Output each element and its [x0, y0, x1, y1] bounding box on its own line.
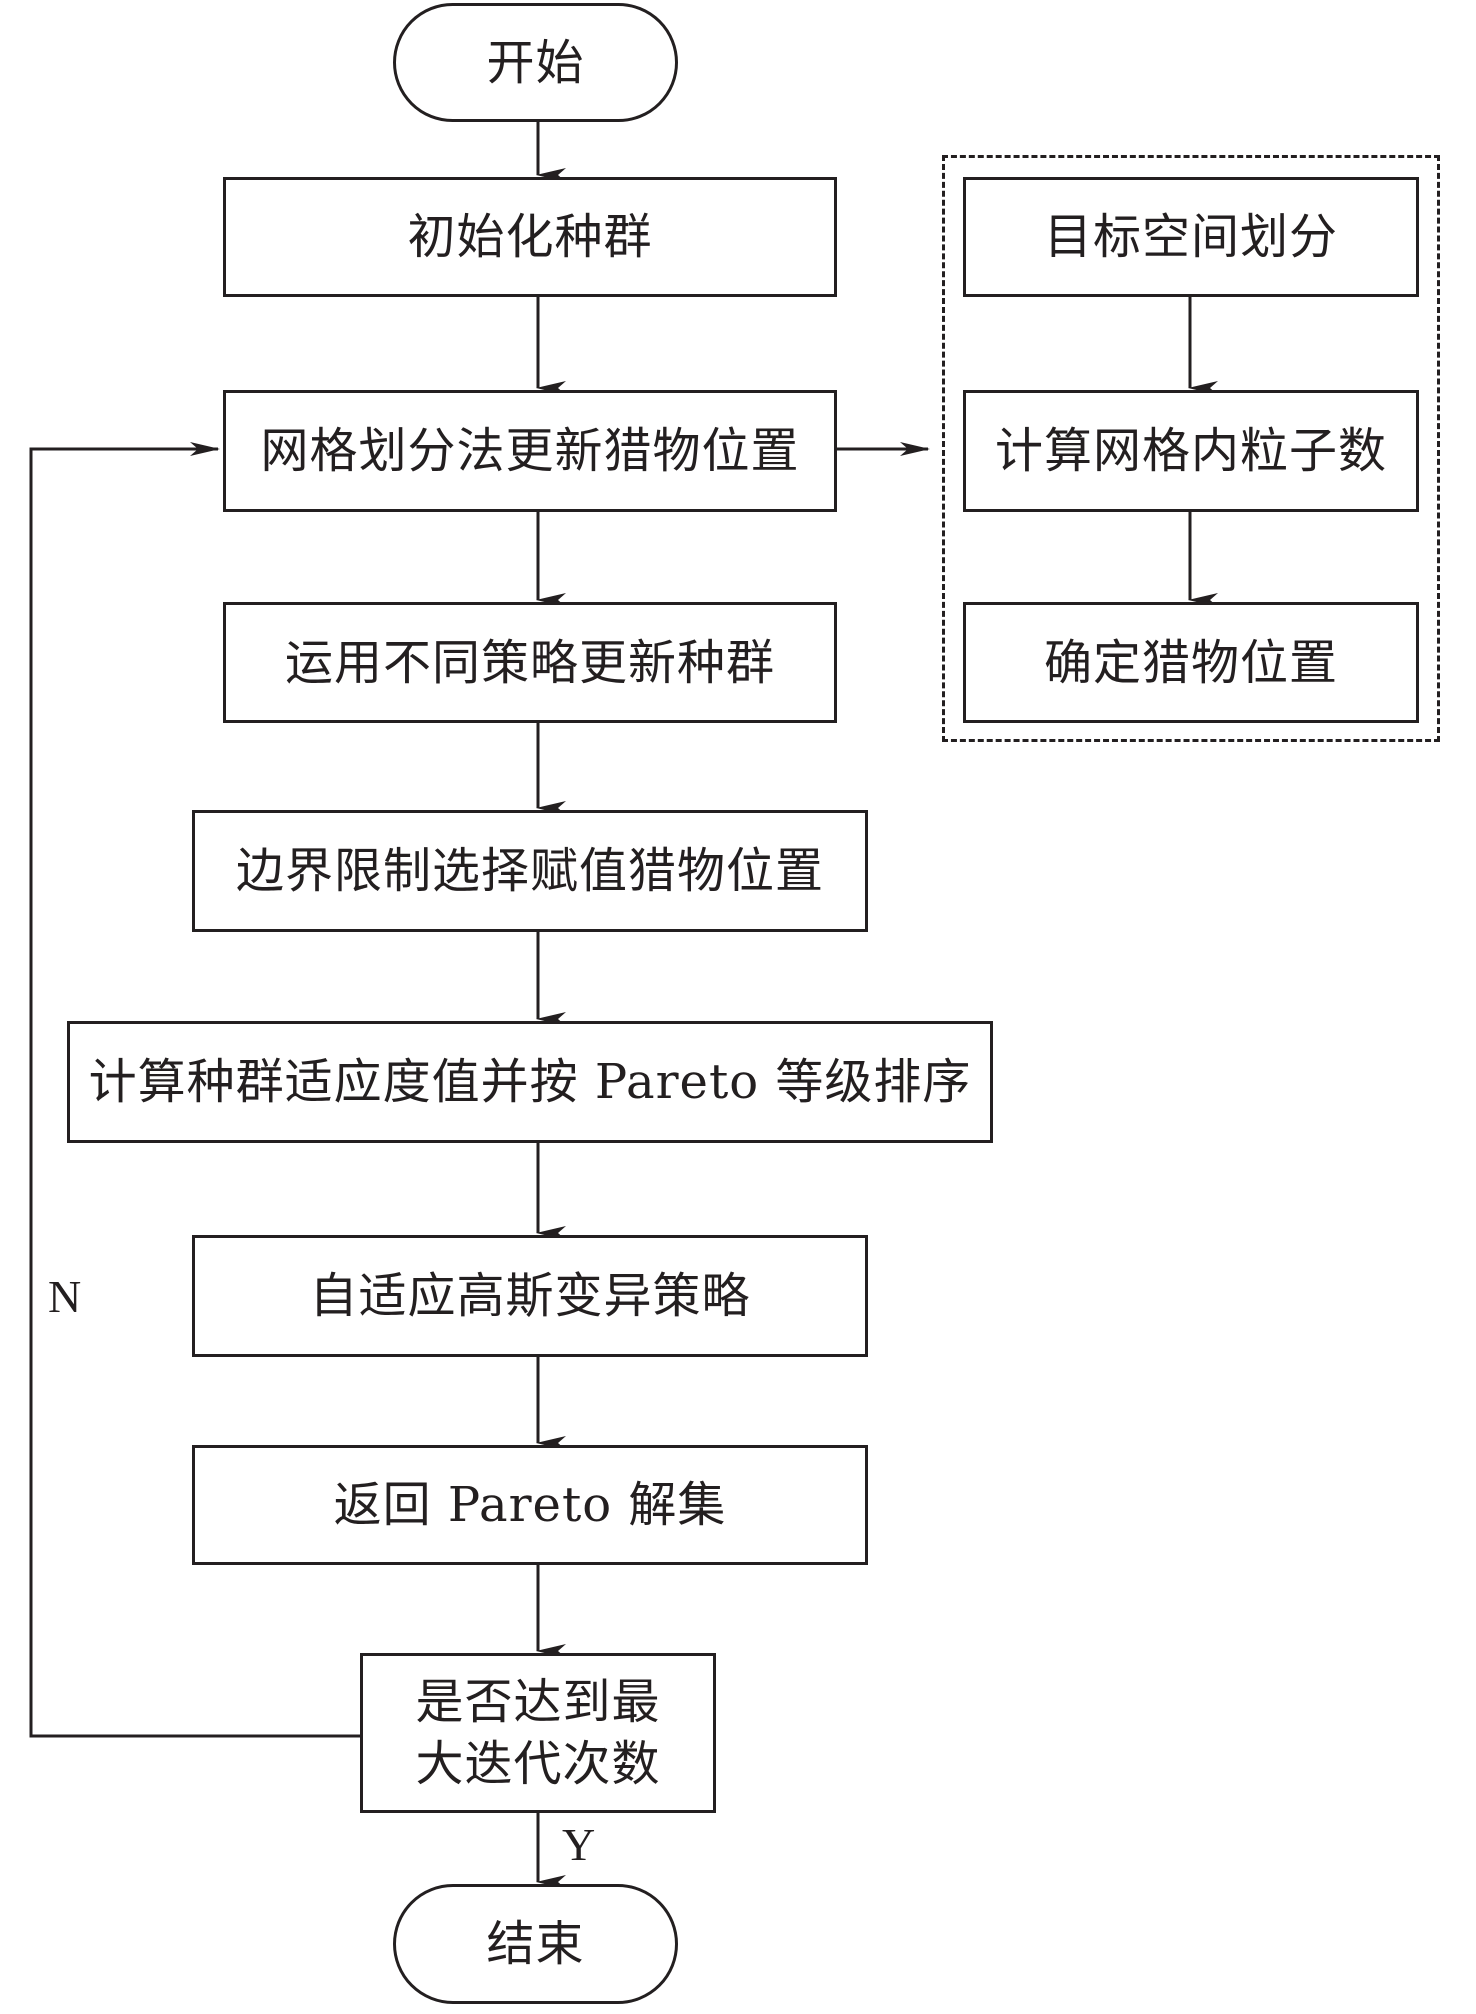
- step-label: 运用不同策略更新种群: [284, 634, 775, 691]
- decision-line-1: 是否达到最: [415, 1674, 661, 1730]
- start-label: 开始: [486, 34, 585, 91]
- step-return-pareto: 返回 Pareto 解集: [192, 1445, 868, 1565]
- step-gaussian-mutation: 自适应高斯变异策略: [192, 1235, 868, 1357]
- step-boundary-limit: 边界限制选择赋值猎物位置: [192, 810, 868, 932]
- arrow-loop-no: [29, 442, 360, 1738]
- decision-line-2: 大迭代次数: [415, 1736, 661, 1792]
- sub-determine-prey-position: 确定猎物位置: [963, 602, 1419, 723]
- step-grid-update: 网格划分法更新猎物位置: [223, 390, 837, 512]
- step-label: 确定猎物位置: [1043, 634, 1338, 691]
- decision-max-iterations: 是否达到最 大迭代次数: [360, 1653, 716, 1813]
- subprocess-group: [942, 155, 1440, 742]
- step-label: 目标空间划分: [1043, 209, 1338, 265]
- sub-objective-space-partition: 目标空间划分: [963, 177, 1419, 297]
- start-node: 开始: [393, 3, 678, 122]
- sub-count-grid-particles: 计算网格内粒子数: [963, 390, 1419, 512]
- no-label: N: [48, 1271, 82, 1322]
- step-init-population: 初始化种群: [223, 177, 837, 297]
- step-label: 自适应高斯变异策略: [309, 1268, 751, 1324]
- step-label: 返回 Pareto 解集: [333, 1477, 727, 1533]
- end-node: 结束: [393, 1884, 678, 2004]
- step-label: 边界限制选择赋值猎物位置: [235, 843, 824, 899]
- yes-label: Y: [562, 1819, 596, 1870]
- step-label: 初始化种群: [407, 209, 653, 265]
- step-label: 计算网格内粒子数: [994, 423, 1387, 479]
- step-fitness-pareto-rank: 计算种群适应度值并按 Pareto 等级排序: [67, 1021, 993, 1143]
- step-strategy-update: 运用不同策略更新种群: [223, 602, 837, 723]
- step-label: 网格划分法更新猎物位置: [260, 423, 800, 479]
- step-label: 计算种群适应度值并按 Pareto 等级排序: [88, 1054, 972, 1110]
- end-label: 结束: [486, 1916, 585, 1972]
